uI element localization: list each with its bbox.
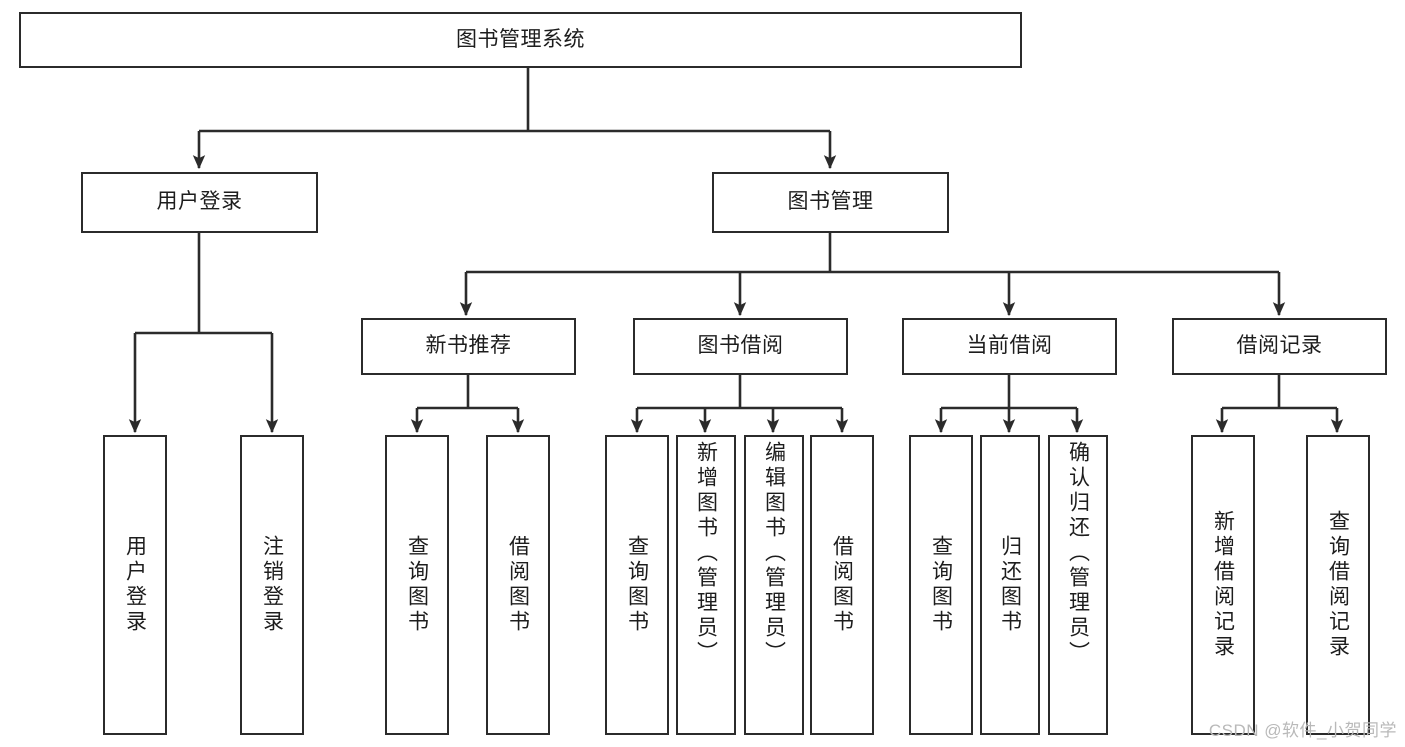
leaf-recommend-query-book-label: 查询图书 (405, 535, 429, 635)
leaf-borrow-borrow-book[interactable]: 借阅图书 (810, 435, 874, 735)
node-user-login-label: 用户登录 (156, 190, 243, 214)
leaf-recommend-borrow-book-label: 借阅图书 (506, 535, 530, 635)
node-root[interactable]: 图书管理系统 (19, 12, 1022, 68)
node-book-management[interactable]: 图书管理 (712, 172, 949, 233)
leaf-borrow-query-book[interactable]: 查询图书 (605, 435, 669, 735)
leaf-record-add-record-label: 新增借阅记录 (1211, 510, 1235, 660)
node-book-borrow-label: 图书借阅 (697, 334, 784, 358)
leaf-user-login-signout-label: 注销登录 (260, 535, 284, 635)
node-root-label: 图书管理系统 (456, 27, 585, 51)
leaf-current-confirm-return-label: 确认归还（管理员） (1066, 441, 1090, 666)
leaf-borrow-add-book-label: 新增图书（管理员） (694, 441, 718, 666)
node-new-book-recommend-label: 新书推荐 (425, 334, 512, 358)
leaf-borrow-edit-book-label: 编辑图书（管理员） (762, 441, 786, 666)
leaf-borrow-add-book[interactable]: 新增图书（管理员） (676, 435, 736, 735)
node-current-borrow-label: 当前借阅 (966, 334, 1053, 358)
node-book-borrow[interactable]: 图书借阅 (633, 318, 848, 375)
node-new-book-recommend[interactable]: 新书推荐 (361, 318, 576, 375)
node-book-management-label: 图书管理 (787, 190, 874, 214)
leaf-current-query-book[interactable]: 查询图书 (909, 435, 973, 735)
node-borrow-record-label: 借阅记录 (1236, 334, 1323, 358)
leaf-borrow-borrow-book-label: 借阅图书 (830, 535, 854, 635)
leaf-record-query-record[interactable]: 查询借阅记录 (1306, 435, 1370, 735)
leaf-recommend-query-book[interactable]: 查询图书 (385, 435, 449, 735)
leaf-current-return-book-label: 归还图书 (998, 535, 1022, 635)
node-borrow-record[interactable]: 借阅记录 (1172, 318, 1387, 375)
node-current-borrow[interactable]: 当前借阅 (902, 318, 1117, 375)
leaf-record-query-record-label: 查询借阅记录 (1326, 510, 1350, 660)
leaf-borrow-query-book-label: 查询图书 (625, 535, 649, 635)
node-user-login[interactable]: 用户登录 (81, 172, 318, 233)
leaf-recommend-borrow-book[interactable]: 借阅图书 (486, 435, 550, 735)
leaf-current-confirm-return[interactable]: 确认归还（管理员） (1048, 435, 1108, 735)
leaf-borrow-edit-book[interactable]: 编辑图书（管理员） (744, 435, 804, 735)
leaf-user-login-signin[interactable]: 用户登录 (103, 435, 167, 735)
leaf-current-return-book[interactable]: 归还图书 (980, 435, 1040, 735)
leaf-record-add-record[interactable]: 新增借阅记录 (1191, 435, 1255, 735)
watermark-text: CSDN @软件_小贺同学 (1208, 721, 1397, 740)
leaf-user-login-signout[interactable]: 注销登录 (240, 435, 304, 735)
leaf-current-query-book-label: 查询图书 (929, 535, 953, 635)
leaf-user-login-signin-label: 用户登录 (123, 535, 147, 635)
